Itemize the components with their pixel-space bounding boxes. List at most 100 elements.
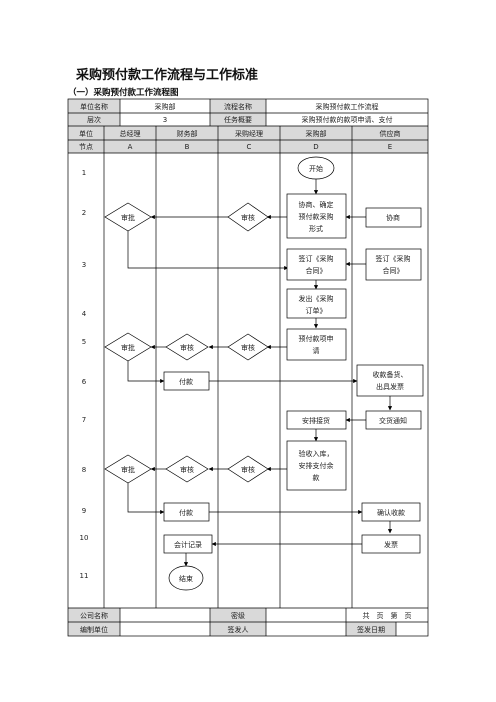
review-label: 审核 <box>241 343 255 352</box>
footer-issue-date-label: 签发日期 <box>357 625 385 634</box>
review-node-b8: 审核 <box>165 455 209 483</box>
document-subtitle: （一）采购预付款工作流程图 <box>68 88 179 98</box>
review-node-c2: 审核 <box>227 202 269 232</box>
node-text-line: 安排支付余 <box>299 461 334 470</box>
start-node: 开始 <box>297 156 335 180</box>
row-number: 1 <box>82 169 86 177</box>
document-title: 采购预付款工作流程与工作标准 <box>76 68 259 83</box>
node-text-line: 出具发票 <box>376 382 404 391</box>
node-text-line: 验收入库， <box>299 449 334 458</box>
node-text-line: 付款 <box>179 508 193 517</box>
footer-issuer-label: 签发人 <box>228 625 249 634</box>
review-node-c8: 审核 <box>227 455 269 483</box>
column-name-a: 总经理 <box>120 129 141 138</box>
column-name-c: 采购经理 <box>235 129 263 138</box>
node-text-line: 安排接货 <box>302 416 330 425</box>
node-text-line: 签订《采购 <box>376 254 411 263</box>
issue-order-node-d4: 发出《采购 订单》 <box>286 288 347 319</box>
delivery-notice-node-e7: 交货通知 <box>365 410 422 430</box>
footer-editor-label: 编制单位 <box>80 625 108 634</box>
column-code-e: E <box>388 143 392 151</box>
unit-name-label: 单位名称 <box>80 102 108 111</box>
start-label: 开始 <box>309 164 323 173</box>
node-text-line: 请 <box>313 346 320 355</box>
review-label: 审核 <box>241 465 255 474</box>
node-text-line: 合同》 <box>306 266 327 275</box>
node-text-line: 发出《采购 <box>299 294 334 303</box>
accounting-record-node-b10: 会计记录 <box>163 534 213 554</box>
table-grid <box>67 98 429 637</box>
connectors <box>127 179 393 567</box>
column-name-d: 采购部 <box>306 129 327 138</box>
payment-node-b9: 付款 <box>163 502 210 522</box>
node-text-line: 会计记录 <box>174 540 202 549</box>
receive-invoice-node-e6: 收款备货、 出具发票 <box>356 364 424 397</box>
node-text-line: 订单》 <box>306 306 327 315</box>
process-name-value: 采购预付款工作流程 <box>316 102 379 111</box>
footer-level-label: 密级 <box>231 611 245 620</box>
negotiate-node-e2: 协商 <box>365 207 422 228</box>
column-name-e: 供应商 <box>380 129 401 138</box>
node-text-line: 协商 <box>386 213 400 222</box>
end-label: 结束 <box>179 574 193 583</box>
node-text-line: 预付款采购 <box>299 212 334 221</box>
sign-contract-node-e3: 签订《采购 合同》 <box>365 248 422 281</box>
row-number: 8 <box>82 466 86 474</box>
column-code-a: A <box>128 143 133 151</box>
node-text-line: 签订《采购 <box>299 254 334 263</box>
footer-company-label: 公司名称 <box>80 611 108 620</box>
inspect-store-node-d8: 验收入库， 安排支付余 款 <box>286 440 347 491</box>
approve-label: 审批 <box>121 213 135 222</box>
node-label: 节点 <box>79 143 93 151</box>
approve-label: 审批 <box>121 343 135 352</box>
unit-label: 单位 <box>79 129 93 138</box>
task-label: 任务概要 <box>224 115 252 124</box>
prepayment-request-node-d5: 预付款项申 请 <box>286 328 347 361</box>
row-number: 6 <box>82 378 87 386</box>
negotiate-form-node-d2: 协商、确定 预付款采购 形式 <box>286 193 347 239</box>
footer-pages: 共 页 第 页 <box>363 611 412 620</box>
column-name-b: 财务部 <box>177 129 198 138</box>
row-number: 9 <box>82 507 86 515</box>
approve-node-a5: 审批 <box>104 332 152 362</box>
node-text-line: 协商、确定 <box>299 200 334 209</box>
node-text-line: 发票 <box>384 540 398 549</box>
node-text-line: 预付款项申 <box>299 334 334 343</box>
column-code-c: C <box>247 143 252 151</box>
level-value: 3 <box>163 116 167 124</box>
row-number: 3 <box>82 261 86 269</box>
row-number: 5 <box>82 338 86 346</box>
task-value: 采购预付款的款项申请、支付 <box>302 115 393 124</box>
review-node-c5: 审核 <box>227 333 269 361</box>
review-label: 审核 <box>241 213 255 222</box>
node-text-line: 形式 <box>309 224 323 233</box>
approve-node-a8: 审批 <box>104 454 152 484</box>
process-name-label: 流程名称 <box>224 102 252 111</box>
node-text-line: 收款备货、 <box>373 370 408 379</box>
node-text-line: 款 <box>313 473 320 482</box>
level-label: 层次 <box>87 115 101 124</box>
row-numbers: 1 2 3 4 5 6 7 8 9 10 11 <box>80 169 89 580</box>
payment-node-b6: 付款 <box>163 371 210 391</box>
column-code-d: D <box>313 143 318 151</box>
node-text-line: 确认收款 <box>377 508 405 517</box>
review-node-b5: 审核 <box>165 333 209 361</box>
row-number: 4 <box>82 310 87 318</box>
approve-label: 审批 <box>121 465 135 474</box>
approve-node-a2: 审批 <box>104 202 152 232</box>
node-text-line: 交货通知 <box>379 416 407 425</box>
unit-name-value: 采购部 <box>155 102 176 111</box>
invoice-node-e10: 发票 <box>361 534 421 554</box>
sign-contract-node-d3: 签订《采购 合同》 <box>286 248 347 281</box>
row-number: 11 <box>80 572 89 580</box>
confirm-receipt-node-e9: 确认收款 <box>361 502 421 522</box>
node-text-line: 合同》 <box>383 266 404 275</box>
row-number: 7 <box>82 416 86 424</box>
arrange-receipt-node-d7: 安排接货 <box>286 410 347 430</box>
row-number: 2 <box>82 209 86 217</box>
end-node: 结束 <box>168 565 204 591</box>
node-text-line: 付款 <box>179 377 193 386</box>
review-label: 审核 <box>180 465 194 474</box>
review-label: 审核 <box>180 343 194 352</box>
